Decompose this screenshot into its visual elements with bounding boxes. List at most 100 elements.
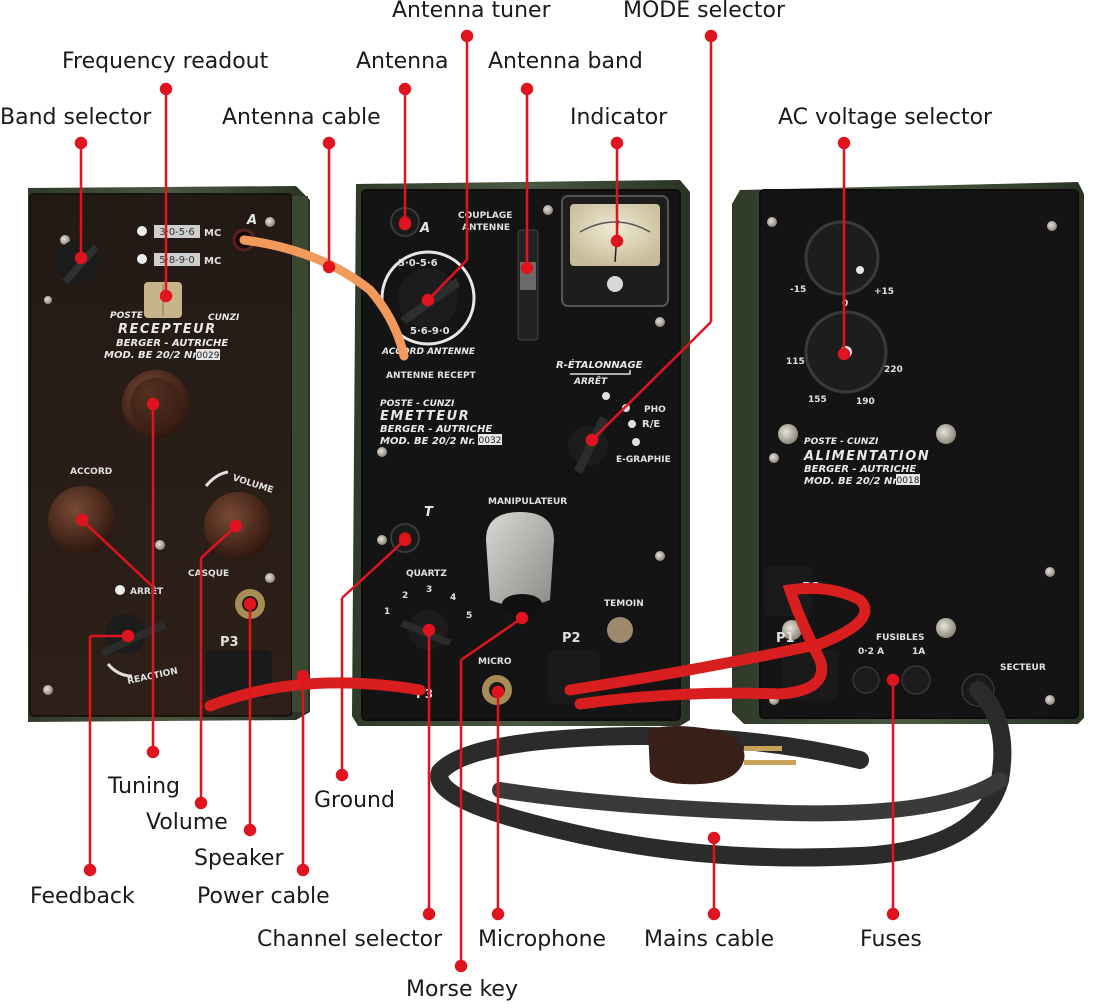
tx-q2: 2 (402, 591, 408, 601)
tx-micro: MICRO (478, 657, 512, 667)
tx-poste-cunzi: POSTE - CUNZI (380, 399, 455, 409)
ps-p15: +15 (874, 287, 894, 297)
tx-band2: 5·6-9·0 (410, 326, 450, 337)
leader-antenna (398, 82, 412, 231)
tx-e-graphie: E-GRAPHIE (616, 455, 671, 465)
leader-speaker (243, 597, 257, 837)
tx-band1: 3·0-5·6 (398, 258, 438, 269)
leader-power-cable (296, 669, 310, 877)
leader-volume (194, 519, 243, 810)
label-morse-key: Morse key (406, 977, 518, 1002)
callout-leaders (74, 29, 900, 973)
tx-antenne: ANTENNE (462, 223, 510, 233)
rx-poste: POSTE (110, 311, 144, 321)
leader-channel-selector (422, 623, 436, 921)
label-channel-selector: Channel selector (257, 927, 443, 952)
label-antenna-cable: Antenna cable (222, 105, 381, 130)
tx-arret: ARRÊT (573, 376, 608, 387)
leader-fuses (886, 673, 900, 921)
ps-f02: 0·2 A (858, 647, 884, 657)
tx-maker: BERGER - AUTRICHE (380, 424, 492, 435)
ps-f1: 1A (912, 647, 925, 657)
label-band-selector: Band selector (0, 105, 152, 130)
label-antenna: Antenna (356, 49, 449, 74)
label-microphone: Microphone (478, 927, 607, 952)
ps-m15: -15 (790, 285, 806, 295)
tx-temoin: TEMOIN (604, 599, 644, 609)
tx-p2: P2 (562, 631, 581, 646)
ps-v220: 220 (884, 365, 903, 375)
leader-feedback-accord (75, 513, 153, 587)
rx-arret: ARRÊT (130, 585, 164, 597)
tx-model: MOD. BE 20/2 Nr. (380, 436, 476, 447)
ps-serial: 0018 (897, 476, 920, 486)
ps-p1: P1 (776, 631, 795, 646)
leader-frequency-readout (159, 82, 173, 303)
ps-poste-cunzi: POSTE - CUNZI (804, 437, 879, 447)
tx-quartz: QUARTZ (406, 569, 447, 579)
leader-microphone (491, 685, 505, 921)
tx-a-label: A (419, 221, 430, 236)
transmitter-unit: A COUPLAGE ANTENNE 3·0-5·6 5·6-9·0 ACCOR… (352, 180, 690, 726)
tx-manipulateur: MANIPULATEUR (488, 497, 567, 507)
leader-antenna-band (520, 82, 534, 275)
tx-antenne-recept: ANTENNE RECEPT (386, 371, 477, 381)
label-indicator: Indicator (570, 105, 668, 130)
tx-r-etalonnage: R-ÉTALONNAGE (556, 358, 643, 371)
ps-v190: 190 (856, 397, 875, 407)
ps-v115: 115 (786, 357, 805, 367)
tx-t-label: T (424, 505, 434, 520)
label-tuning: Tuning (108, 774, 181, 799)
rx-band1-text: 3·0-5·6 (159, 227, 194, 238)
ps-v155: 155 (808, 395, 827, 405)
rx-serial: 0029 (197, 351, 220, 361)
label-speaker: Speaker (194, 846, 284, 871)
leader-antenna-cable (322, 136, 336, 274)
label-antenna-tuner: Antenna tuner (392, 0, 551, 23)
indicator-meter (561, 195, 669, 307)
rx-name: RECEPTEUR (118, 322, 217, 337)
label-ac-voltage-selector: AC voltage selector (778, 105, 993, 130)
label-volume: Volume (146, 810, 228, 835)
rx-band2-text: 5·8-9·0 (159, 255, 194, 266)
ps-name: ALIMENTATION (803, 449, 930, 464)
label-feedback: Feedback (30, 884, 135, 909)
leader-ground (335, 533, 412, 782)
leader-antenna-tuner (421, 29, 474, 307)
tx-accord-antenne: ACCORD ANTENNE (381, 347, 476, 357)
tx-q4: 4 (450, 593, 456, 603)
tx-q3: 3 (426, 585, 432, 595)
rx-cunzi: CUNZI (208, 313, 240, 323)
tx-re: R/E (642, 419, 660, 430)
leader-mains-cable (707, 831, 721, 921)
label-ground: Ground (314, 788, 395, 813)
rx-mc-2: MC (204, 256, 221, 267)
cables (204, 235, 1012, 867)
power-supply-unit: -15 0 +15 115 220 155 190 POSTE - CUNZI … (732, 182, 1084, 724)
label-antenna-band: Antenna band (488, 49, 643, 74)
label-mains-cable: Mains cable (644, 927, 775, 952)
tx-q5: 5 (466, 611, 472, 621)
fuse-holders (852, 665, 931, 695)
receiver-unit: 3·0-5·6 MC 5·8-9·0 MC A POSTE CUNZI RECE… (28, 186, 310, 722)
ps-fusibles: FUSIBLES (876, 633, 925, 643)
ps-maker: BERGER - AUTRICHE (804, 464, 916, 475)
rx-a-label: A (246, 213, 257, 228)
rx-model: MOD. BE 20/2 Nr. (104, 350, 200, 361)
ps-model: MOD. BE 20/2 Nr. (804, 476, 900, 487)
leader-morse-key (454, 611, 529, 973)
rx-casque: CASQUE (188, 569, 229, 579)
ps-secteur: SECTEUR (1000, 663, 1046, 673)
tx-pho: PHO (644, 405, 666, 415)
leader-indicator (610, 136, 624, 248)
leader-band-selector (74, 136, 88, 265)
tx-couplage: COUPLAGE (458, 211, 512, 221)
label-frequency-readout: Frequency readout (62, 49, 269, 74)
tx-q1: 1 (384, 607, 390, 617)
rx-accord: ACCORD (70, 467, 112, 477)
label-fuses: Fuses (860, 927, 922, 952)
offset-selector (804, 220, 880, 296)
tx-name: EMETTEUR (380, 409, 470, 424)
